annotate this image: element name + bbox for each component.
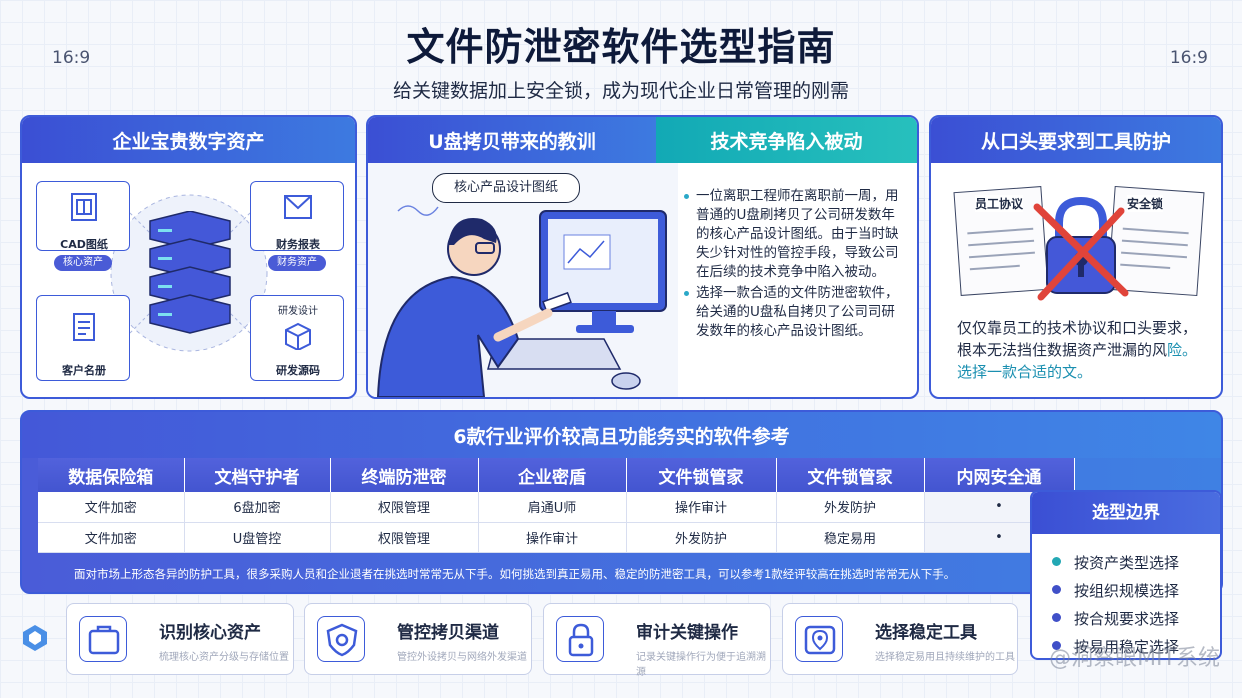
watermark-text: @洞察眼MIT系统 [1049,646,1220,671]
feature-card-tools: 选择稳定工具 选择稳定易用且持续维护的工具 [782,603,1018,675]
software-table: 数据保险箱 文档守护者 终端防泄密 企业密盾 文件锁管家 文件锁管家 内网安全通… [38,458,1075,553]
briefcase-icon [79,616,127,662]
story-panel: U盘拷贝带来的教训 技术竞争陷入被动 核心产品设计图纸 一位离职工程师在离职前一… [366,115,919,399]
table-row: 文件加密 U盘管控 权限管理 操作审计 外发防护 稳定易用 • [38,522,1075,553]
padlock-icon [556,616,604,662]
asset-card-customers: 客户名册 [36,295,130,381]
asset-card-source: 研发设计 研发源码 [250,295,344,381]
table-header: 数据保险箱 [38,458,185,492]
tools-description: 仅仅靠员工的技术协议和口头要求，根本无法挡住数据资产泄漏的风险。选择一款合适的文… [957,317,1207,383]
customer-file-icon [73,313,95,341]
cad-document-icon [71,193,97,221]
table-cell: 权限管理 [330,522,479,553]
assets-panel-title: 企业宝贵数字资产 [22,117,355,163]
padlock-crossed-icon [1033,196,1129,301]
page-title: 文件防泄密软件选型指南 [406,25,836,69]
asset-label-finance: 财务报表 [276,238,320,251]
asset-badge-core: 核心资产 [54,255,112,271]
asset-caption-source: 研发设计 [278,306,318,317]
feature-title: 审计关键操作 [636,623,738,643]
table-cell: 权限管理 [330,492,479,523]
selection-bullet [1052,585,1061,594]
table-header: 文档守护者 [184,458,331,492]
source-box-icon [285,322,311,350]
finance-report-icon [284,195,312,219]
table-cell: 文件加密 [38,522,185,553]
asset-label-customers: 客户名册 [62,364,106,377]
page-subtitle: 给关键数据加上安全锁，成为现代企业日常管理的刚需 [392,80,849,102]
asset-label-source: 研发源码 [276,364,320,377]
story-bullet-2: 选择一款合适的文件防泄密软件，给关通的U盘私自拷贝了公司司研发数年的核心产品设计… [684,284,906,341]
table-cell: 外发防护 [776,492,925,523]
table-header-row: 数据保险箱 文档守护者 终端防泄密 企业密盾 文件锁管家 文件锁管家 内网安全通 [38,458,1075,492]
aspect-ratio-label-right: 16:9 [1169,48,1208,68]
selection-bullet [1052,641,1061,650]
table-header: 文件锁管家 [626,458,777,492]
tools-panel-title: 从口头要求到工具防护 [931,117,1221,163]
speech-bubble-text: 核心产品设计图纸 [453,180,558,195]
table-cell: 文件加密 [38,492,185,523]
speech-bubble: 核心产品设计图纸 [432,173,580,203]
table-header: 企业密盾 [478,458,627,492]
selection-item: 按资产类型选择 [1052,552,1179,573]
tab-competition: 技术竞争陷入被动 [656,117,917,163]
selection-item: 按合规要求选择 [1052,608,1179,629]
feature-title: 识别核心资产 [159,623,261,643]
table-cell: 外发防护 [626,522,777,553]
story-bullets: 一位离职工程师在离职前一周，用普通的U盘刷拷贝了公司研发数年的核心产品设计图纸。… [684,187,906,343]
feature-description: 记录关键操作行为便于追溯溯源 [636,652,766,678]
asset-label-cad: CAD图纸 [60,238,108,251]
feature-title: 管控拷贝渠道 [397,623,499,643]
lock-label: 安全锁 [1127,195,1164,212]
table-header: 文件锁管家 [776,458,925,492]
feature-card-assets: 识别核心资产 梳理核心资产分级与存储位置 [66,603,294,675]
assets-panel: 企业宝贵数字资产 CAD图纸 核心资 [20,115,357,399]
tools-description-highlight: 险。选择一款合适的文。 [957,341,1198,381]
aspect-ratio-label-left: 16:9 [52,48,91,68]
software-panel-title: 6款行业评价较高且功能务实的软件参考 [22,412,1221,458]
feature-description: 管控外设拷贝与网络外发渠道 [397,652,527,663]
table-header: 终端防泄密 [330,458,479,492]
selection-criteria-box: 选型边界 按资产类型选择 按组织规模选择 按合规要求选择 按易用稳定选择 [1030,490,1222,660]
asset-card-cad: CAD图纸 [36,181,130,251]
tools-panel: 从口头要求到工具防护 员工协议 安全锁 仅仅靠员工的技术协议和口头要求，根本无法… [929,115,1223,399]
tools-description-text: 仅仅靠员工的技术协议和口头要求，根本无法挡住数据资产泄漏的风 [957,319,1198,359]
asset-card-finance: 财务报表 [250,181,344,251]
table-cell: 操作审计 [626,492,777,523]
feature-card-channels: 管控拷贝渠道 管控外设拷贝与网络外发渠道 [304,603,532,675]
software-note: 面对市场上形态各异的防护工具，很多采购人员和企业退者在挑选时常常无从下手。如何挑… [74,567,956,581]
shield-eye-icon [317,616,365,662]
table-cell: 操作审计 [478,522,627,553]
software-panel: 6款行业评价较高且功能务实的软件参考 数据保险箱 文档守护者 终端防泄密 企业密… [20,410,1223,594]
table-cell: 肩通U师 [478,492,627,523]
agreement-label: 员工协议 [975,195,1024,212]
story-bullet-1: 一位离职工程师在离职前一周，用普通的U盘刷拷贝了公司研发数年的核心产品设计图纸。… [684,187,906,282]
tab-usb-lesson: U盘拷贝带来的教训 [368,117,656,163]
feature-card-audit: 审计关键操作 记录关键操作行为便于追溯溯源 [543,603,771,678]
table-header: 内网安全通 [924,458,1075,492]
brand-logo-icon [23,625,47,651]
feature-description: 梳理核心资产分级与存储位置 [159,652,289,663]
feature-description: 选择稳定易用且持续维护的工具 [875,652,1015,663]
asset-badge-finance: 财务资产 [268,255,326,271]
selection-item: 按组织规模选择 [1052,580,1179,601]
server-stack-icon [149,211,231,334]
table-cell: 稳定易用 [776,522,925,553]
table-cell: 6盘加密 [184,492,331,523]
location-pin-icon [795,616,843,662]
selection-title: 选型边界 [1032,492,1220,534]
selection-bullet [1052,613,1061,622]
feature-title: 选择稳定工具 [875,623,977,643]
table-cell: U盘管控 [184,522,331,553]
table-row: 文件加密 6盘加密 权限管理 肩通U师 操作审计 外发防护 • [38,492,1075,523]
selection-item: 按易用稳定选择 [1052,636,1179,657]
selection-bullet [1052,557,1061,566]
